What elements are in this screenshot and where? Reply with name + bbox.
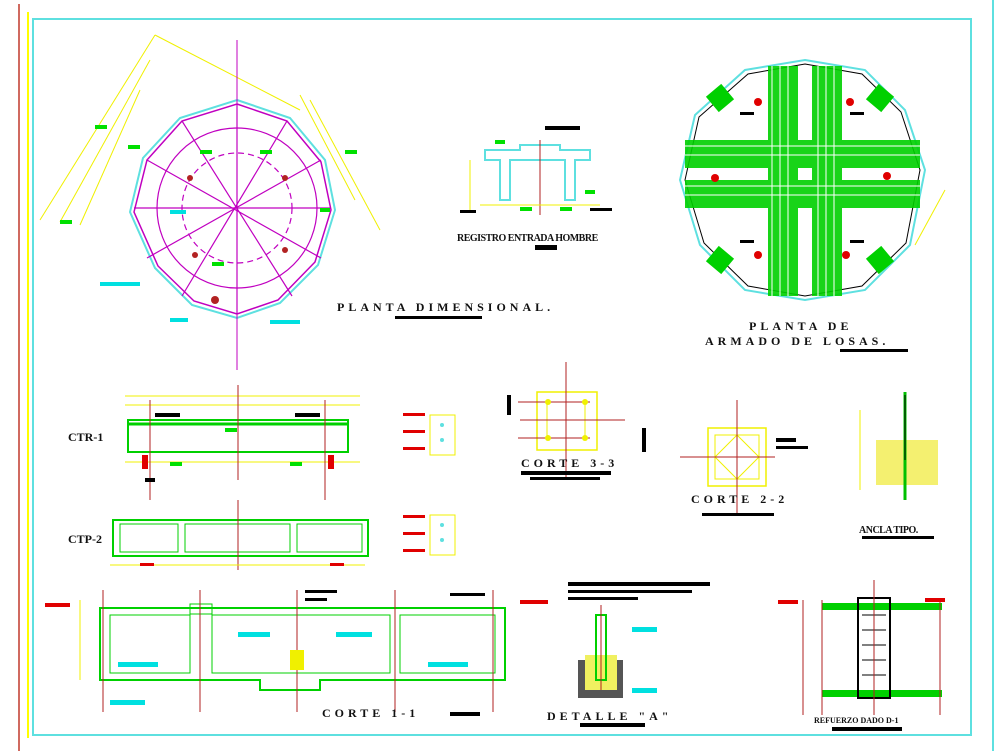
- refuerzo-dado-d1-title: REFUERZO DADO D-1: [814, 716, 898, 725]
- ctr-1-label: CTR-1: [68, 430, 103, 444]
- title-underline: [535, 245, 557, 250]
- planta-armado-title-line2: ARMADO DE LOSAS.: [705, 334, 889, 348]
- refuerzo-dado-d1-drawing: [778, 580, 945, 715]
- planta-dimensional-drawing: [39, 34, 381, 370]
- planta-dimensional-title: PLANTA DIMENSIONAL.: [337, 300, 554, 314]
- planta-armado-losas-drawing: [678, 58, 946, 302]
- corte-3-3-title: CORTE 3-3: [521, 456, 618, 470]
- corte-3-3-drawing: [507, 362, 625, 477]
- ancla-tipo-drawing: [859, 392, 938, 500]
- planta-armado-title-line1: PLANTA DE: [749, 319, 852, 333]
- ctr-1-beam-drawing: [125, 385, 360, 500]
- ctp-2-beam-drawing: [110, 500, 369, 570]
- registro-entrada-hombre-drawing: [460, 126, 612, 215]
- title-underline: [702, 513, 774, 516]
- title-underline: [862, 536, 934, 539]
- ancla-tipo-title: ANCLA TIPO.: [859, 525, 919, 536]
- ctp-2-label: CTP-2: [68, 532, 102, 546]
- title-underline: [840, 349, 908, 352]
- corte-1-1-drawing: [45, 590, 548, 716]
- title-underline: [521, 471, 611, 475]
- title-underline: [580, 723, 645, 727]
- corte-2-2-title: CORTE 2-2: [691, 492, 788, 506]
- corte-1-1-title: CORTE 1-1: [322, 706, 419, 720]
- registro-entrada-hombre-title: REGISTRO ENTRADA HOMBRE: [457, 233, 599, 244]
- beam-section-details: [403, 413, 456, 556]
- title-underline: [395, 316, 482, 319]
- title-underline: [832, 727, 902, 731]
- sheet-frame: [18, 0, 994, 751]
- corte-2-2-drawing: [642, 400, 808, 515]
- title-underline: [530, 477, 600, 480]
- detalle-a-title: DETALLE "A": [547, 709, 672, 723]
- detalle-a-drawing: [568, 582, 710, 698]
